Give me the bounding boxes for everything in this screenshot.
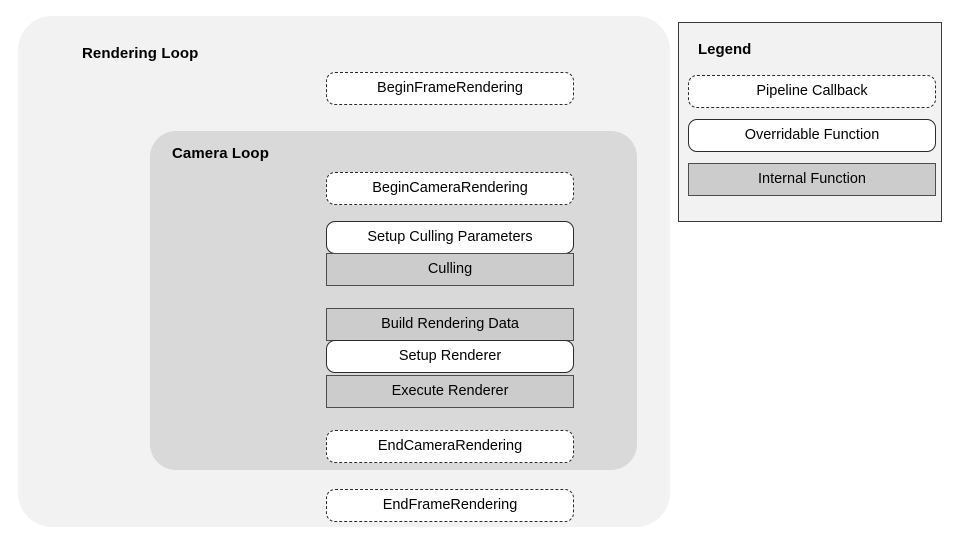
legend-item-internal-function: Internal Function xyxy=(688,163,936,196)
node-end-frame-rendering[interactable]: EndFrameRendering xyxy=(326,489,574,522)
node-execute-renderer[interactable]: Execute Renderer xyxy=(326,375,574,408)
legend-item-overridable-function: Overridable Function xyxy=(688,119,936,152)
legend-panel: Legend Pipeline Callback Overridable Fun… xyxy=(678,22,942,222)
node-end-camera-rendering[interactable]: EndCameraRendering xyxy=(326,430,574,463)
legend-title: Legend xyxy=(698,41,752,58)
node-begin-camera-rendering[interactable]: BeginCameraRendering xyxy=(326,172,574,205)
legend-item-pipeline-callback: Pipeline Callback xyxy=(688,75,936,108)
rendering-loop-title: Rendering Loop xyxy=(82,45,199,62)
node-setup-renderer[interactable]: Setup Renderer xyxy=(326,340,574,373)
node-setup-culling-parameters[interactable]: Setup Culling Parameters xyxy=(326,221,574,254)
node-culling[interactable]: Culling xyxy=(326,253,574,286)
node-build-rendering-data[interactable]: Build Rendering Data xyxy=(326,308,574,341)
camera-loop-title: Camera Loop xyxy=(172,145,269,162)
node-begin-frame-rendering[interactable]: BeginFrameRendering xyxy=(326,72,574,105)
